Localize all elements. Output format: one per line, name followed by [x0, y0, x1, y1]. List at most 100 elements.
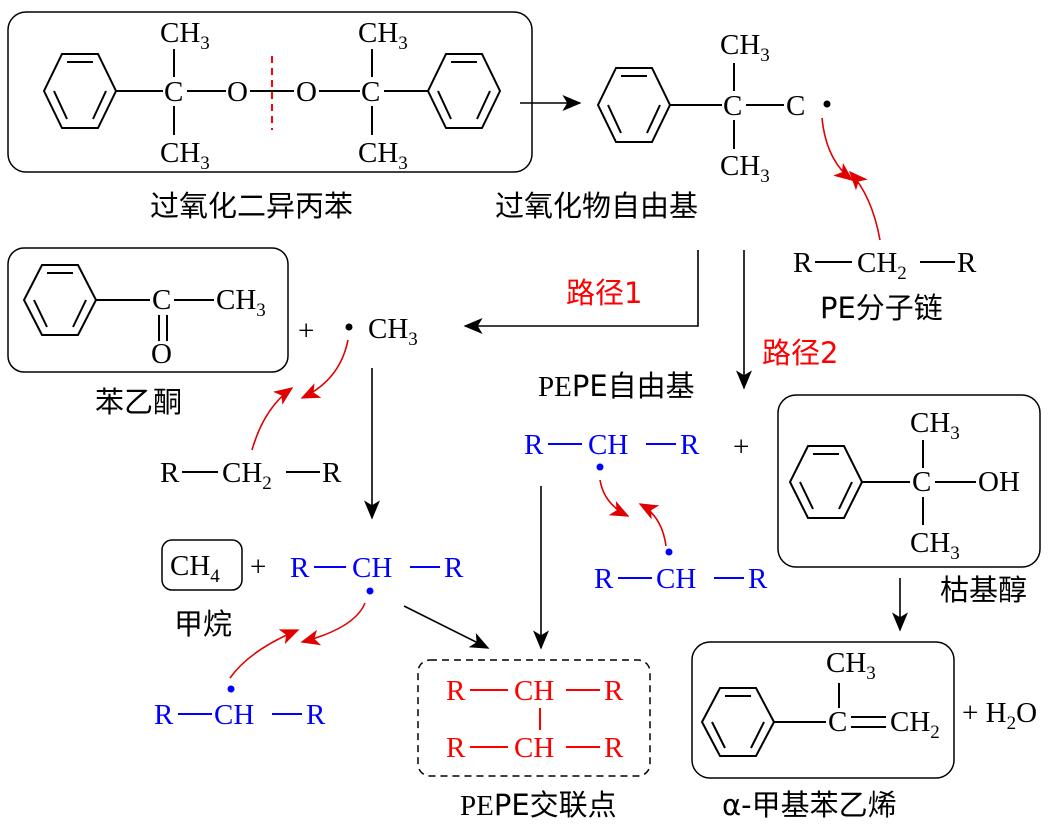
svg-text:CH: CH: [514, 675, 554, 707]
benzene-ring-left: [42, 53, 118, 129]
label-route2: 路径2: [762, 336, 838, 370]
svg-text:R: R: [680, 429, 700, 461]
svg-text:+: +: [733, 431, 749, 463]
benzene-ring: [22, 264, 98, 336]
svg-text:R: R: [604, 675, 624, 707]
svg-text:+: +: [250, 551, 266, 583]
radical-dot: [227, 685, 235, 693]
atom-c: C: [361, 76, 380, 108]
radical-dot: [596, 463, 604, 471]
label-route1: 路径1: [566, 276, 642, 310]
svg-text:CH3: CH3: [826, 647, 876, 684]
svg-text:R: R: [957, 247, 977, 279]
svg-text:CH2: CH2: [890, 706, 940, 743]
electron-arrow: [821, 117, 854, 181]
radical-dot: [823, 100, 831, 108]
label-alpha-methylstyrene: α-甲基苯乙烯: [722, 788, 897, 822]
label-peroxide-radical: 过氧化物自由基: [495, 189, 698, 223]
label-crosslink: PEPE交联点: [460, 788, 617, 822]
benzene-ring-right: [426, 53, 502, 129]
svg-text:C: C: [912, 466, 931, 498]
pe-chain-top: R CH2 R: [793, 247, 977, 284]
electron-arrow: [599, 479, 630, 517]
benzene-ring: [788, 445, 864, 519]
electron-arrow: [300, 602, 366, 646]
radical-dot: [345, 323, 353, 331]
svg-text:R: R: [594, 563, 614, 595]
svg-text:OH: OH: [978, 466, 1020, 498]
benzene-ring: [596, 67, 672, 143]
svg-text:R: R: [446, 675, 466, 707]
electron-arrow: [300, 339, 349, 399]
svg-text:CH3: CH3: [216, 284, 266, 321]
atom-c-radical: C: [786, 90, 805, 122]
cumyl-alcohol-box: [777, 394, 1041, 568]
pe-crosslink: R CH R R CH R: [417, 659, 651, 777]
benzene-ring: [700, 687, 776, 757]
svg-text:R: R: [524, 429, 544, 461]
route1-arrow: [463, 250, 699, 334]
dicumyl-peroxide-box: [7, 11, 533, 173]
label-pe-radical: PEPE自由基: [538, 369, 695, 403]
label-pe-chain: PE分子链: [820, 291, 943, 325]
pe-radical-route2-lower: R CH R: [594, 548, 768, 595]
alpha-methylstyrene: C CH3 CH2: [691, 641, 955, 779]
svg-text:R: R: [444, 552, 464, 584]
label-dicumyl-peroxide: 过氧化二异丙苯: [150, 189, 353, 223]
svg-text:C: C: [828, 706, 847, 738]
pe-radical-bottom-left: R CH R: [154, 685, 326, 731]
electron-arrow: [251, 387, 294, 451]
svg-text:CH: CH: [656, 563, 696, 595]
atom-o-right: O: [296, 76, 317, 108]
svg-text:CH2: CH2: [857, 247, 907, 284]
pe-radical-route2: R CH R: [524, 429, 700, 471]
svg-text:CH3: CH3: [910, 527, 960, 564]
svg-text:O: O: [151, 338, 172, 370]
svg-text:R: R: [793, 247, 813, 279]
svg-text:R: R: [160, 457, 180, 489]
methyl-bottom-right: CH3: [358, 137, 408, 174]
svg-text:C: C: [152, 284, 171, 316]
svg-text:R: R: [306, 699, 326, 731]
pe-chain-left: R CH2 R: [160, 457, 342, 494]
cumyl-alcohol: C CH3 CH3 OH: [777, 394, 1041, 568]
svg-text:R: R: [154, 699, 174, 731]
svg-text:R: R: [322, 457, 342, 489]
methyl-top-right: CH3: [358, 17, 408, 54]
svg-text:R: R: [446, 732, 466, 764]
methyl-top-left: CH3: [160, 17, 210, 54]
electron-arrow: [229, 629, 300, 679]
dicumyl-peroxide: C CH3 CH3 O O C CH3 CH3: [7, 11, 533, 174]
svg-text:CH: CH: [214, 699, 254, 731]
methyl-bottom: CH3: [720, 150, 770, 187]
cumyloxy-radical: C CH3 CH3 C: [596, 29, 831, 187]
label-cumyl-alcohol: 枯基醇: [940, 573, 1027, 607]
pe-radical-left: R CH R: [290, 552, 464, 595]
svg-text:R: R: [604, 732, 624, 764]
svg-text:CH2: CH2: [222, 457, 272, 494]
atom-o-left: O: [227, 76, 248, 108]
acetophenone-box: [7, 247, 289, 373]
atom-c: C: [164, 76, 183, 108]
svg-text:CH: CH: [588, 429, 628, 461]
svg-text:CH: CH: [514, 732, 554, 764]
radical-dot: [366, 587, 374, 595]
svg-text:R: R: [748, 563, 768, 595]
methyl-bottom-left: CH3: [160, 137, 210, 174]
arrow-to-crosslink: [403, 605, 490, 649]
methyl-radical: CH3: [368, 313, 418, 350]
methane: CH4: [170, 550, 220, 587]
plus: +: [298, 315, 314, 347]
electron-arrow: [638, 503, 667, 547]
electron-arrow: [848, 170, 881, 241]
water: + H2O: [962, 697, 1037, 734]
svg-text:R: R: [290, 552, 310, 584]
radical-dot: [665, 548, 673, 556]
methane-box: [161, 539, 243, 591]
atom-c: C: [723, 90, 742, 122]
label-acetophenone: 苯乙酮: [95, 385, 182, 419]
label-methane: 甲烷: [174, 607, 232, 641]
svg-text:CH3: CH3: [910, 407, 960, 444]
